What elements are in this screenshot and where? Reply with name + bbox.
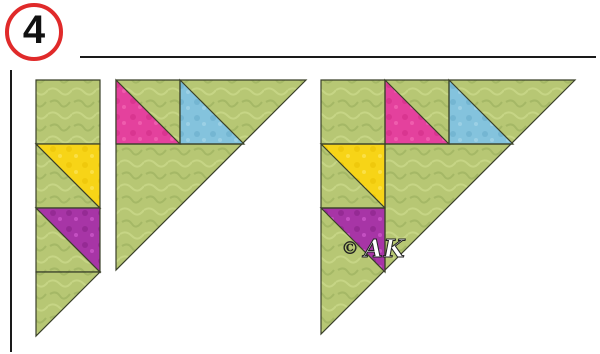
copyright-symbol: © — [341, 238, 359, 259]
green-large-triangle — [321, 80, 575, 334]
left-strip-column — [36, 80, 100, 336]
watermark-initials: AK — [364, 234, 405, 263]
green-square — [36, 80, 100, 144]
right-combined-unit — [321, 80, 575, 334]
middle-triangle-unit — [116, 80, 306, 270]
green-end-triangle — [36, 272, 100, 336]
